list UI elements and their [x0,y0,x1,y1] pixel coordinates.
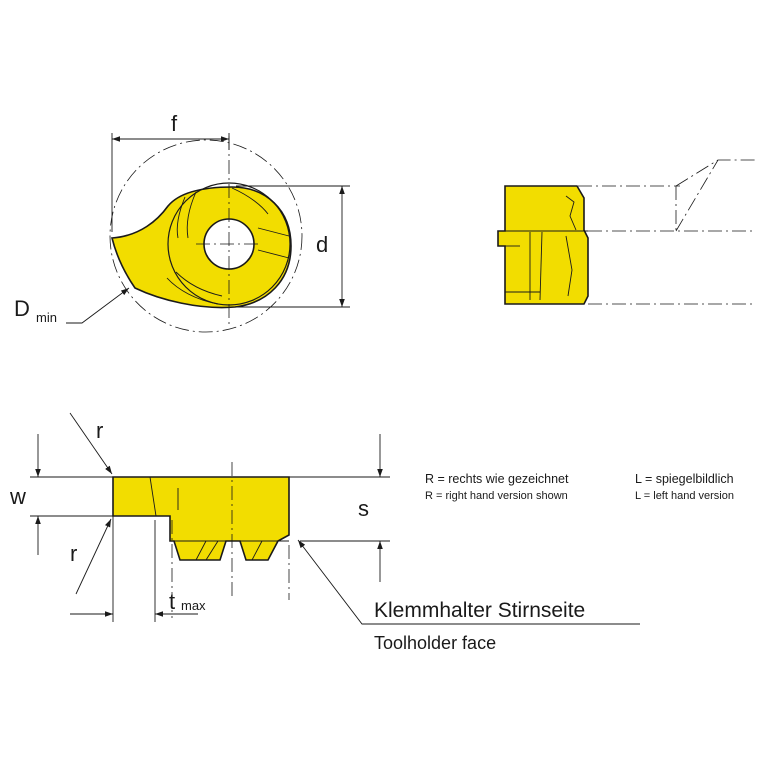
label-r-top: r [96,418,103,443]
label-w: w [9,484,26,509]
insert-front-view [112,476,290,561]
side-view [497,159,755,305]
label-t-max-sub: max [181,598,206,613]
legend-r-de: R = rechts wie gezeichnet [425,472,569,486]
label-s: s [358,496,369,521]
caption-de: Klemmhalter Stirnseite [374,599,585,622]
caption-en: Toolholder face [374,633,496,653]
insert-side-view [497,185,589,305]
legend-l-de: L = spiegelbildlich [635,472,734,486]
label-r-bottom: r [70,541,77,566]
front-view [30,412,640,625]
legend-l-en: L = left hand version [635,490,734,502]
label-t-max: t [169,589,175,614]
top-view [66,133,350,333]
label-f: f [171,111,178,136]
label-d-min: D [14,296,30,321]
label-d: d [316,232,328,257]
insert-top-view [110,186,292,309]
legend-r-en: R = right hand version shown [425,490,568,502]
label-d-min-sub: min [36,310,57,325]
